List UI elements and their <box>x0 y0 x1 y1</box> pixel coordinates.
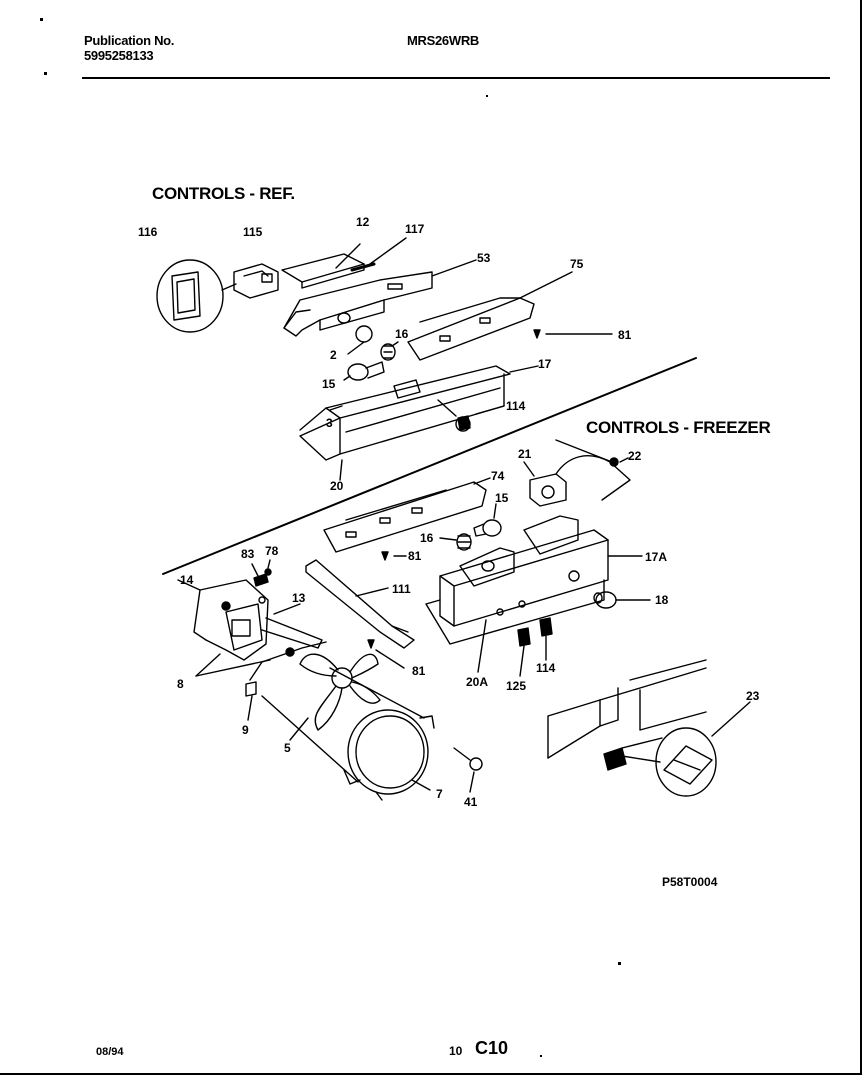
callout-114-freezer: 114 <box>536 661 556 675</box>
callout-17: 17 <box>538 357 552 371</box>
part-16-ref <box>380 341 399 361</box>
callout-2: 2 <box>330 348 337 362</box>
part-111 <box>305 559 415 649</box>
part-116-detail <box>156 259 237 333</box>
part-83-78 <box>251 559 272 587</box>
scan-speck <box>540 1055 542 1057</box>
part-7-shroud <box>329 667 435 801</box>
callout-5: 5 <box>284 741 291 755</box>
callout-3: 3 <box>326 416 333 430</box>
callout-13: 13 <box>292 591 306 605</box>
scan-speck <box>40 18 43 21</box>
footer-date: 08/94 <box>96 1046 124 1058</box>
leader-8b <box>195 659 271 677</box>
scan-speck <box>44 72 47 75</box>
callout-114-ref: 114 <box>506 399 526 413</box>
callout-18: 18 <box>655 593 669 607</box>
scan-speck <box>618 962 621 965</box>
callout-7: 7 <box>436 787 443 801</box>
callout-75: 75 <box>570 257 584 271</box>
callout-20a: 20A <box>466 675 488 689</box>
part-75 <box>407 271 573 361</box>
part-3 <box>329 405 343 411</box>
publication-label: Publication No. <box>84 33 175 48</box>
footer-page-number: 10 <box>449 1044 463 1058</box>
part-115 <box>233 263 279 299</box>
callout-14: 14 <box>180 573 194 587</box>
part-114-freezer <box>539 617 553 661</box>
callout-23: 23 <box>746 689 760 703</box>
callout-116: 116 <box>138 225 158 239</box>
part-117 <box>350 262 376 272</box>
callout-16-freezer: 16 <box>420 531 434 545</box>
callout-9: 9 <box>242 723 249 737</box>
publication-number: 5995258133 <box>84 48 154 63</box>
part-14-13-motor <box>177 579 327 681</box>
callout-21: 21 <box>518 447 532 461</box>
callout-8: 8 <box>177 677 184 691</box>
callout-15-ref: 15 <box>322 377 336 391</box>
callout-83: 83 <box>241 547 255 561</box>
callout-20: 20 <box>330 479 344 493</box>
footer-page-code: C10 <box>475 1038 509 1058</box>
callout-53: 53 <box>477 251 491 265</box>
part-16-freezer <box>439 533 472 551</box>
part-74 <box>323 477 491 553</box>
callout-15-freezer: 15 <box>495 491 509 505</box>
callout-12: 12 <box>356 215 370 229</box>
part-81-freezer-lower <box>367 639 405 669</box>
model-number: MRS26WRB <box>407 33 479 48</box>
part-5-fan <box>261 653 381 783</box>
leader-8a <box>195 653 221 677</box>
callout-125: 125 <box>506 679 526 693</box>
part-15-ref <box>343 361 385 381</box>
callout-81-freezer-lower: 81 <box>412 664 426 678</box>
part-15-freezer <box>473 503 502 537</box>
section-title-freezer: CONTROLS - FREEZER <box>586 418 771 437</box>
callout-115: 115 <box>243 225 263 239</box>
part-81-freezer-upper <box>381 551 407 561</box>
callout-17a: 17A <box>645 550 667 564</box>
callout-111: 111 <box>392 582 411 596</box>
header-rule <box>82 77 830 79</box>
callout-117: 117 <box>405 222 425 236</box>
part-41 <box>453 747 483 793</box>
part-17-20 <box>299 365 539 481</box>
figure-code: P58T0004 <box>662 875 718 889</box>
callout-22: 22 <box>628 449 642 463</box>
callout-16-ref: 16 <box>395 327 409 341</box>
part-2 <box>347 325 373 355</box>
callout-78: 78 <box>265 544 279 558</box>
callout-81-freezer-upper: 81 <box>408 549 422 563</box>
part-22 <box>555 439 629 467</box>
part-114-ref <box>437 399 505 432</box>
part-53 <box>283 259 477 337</box>
part-12 <box>281 243 365 289</box>
part-81-ref <box>533 329 613 339</box>
callout-41: 41 <box>464 795 478 809</box>
scan-speck <box>486 95 488 97</box>
part-18 <box>593 591 651 609</box>
callout-74: 74 <box>491 469 505 483</box>
section-divider <box>162 357 697 575</box>
callout-81-ref: 81 <box>618 328 632 342</box>
part-9 <box>245 681 257 721</box>
section-title-ref: CONTROLS - REF. <box>152 184 295 203</box>
part-17a-20a <box>425 515 643 673</box>
part-23-detail <box>547 659 751 797</box>
part-125 <box>517 627 531 677</box>
